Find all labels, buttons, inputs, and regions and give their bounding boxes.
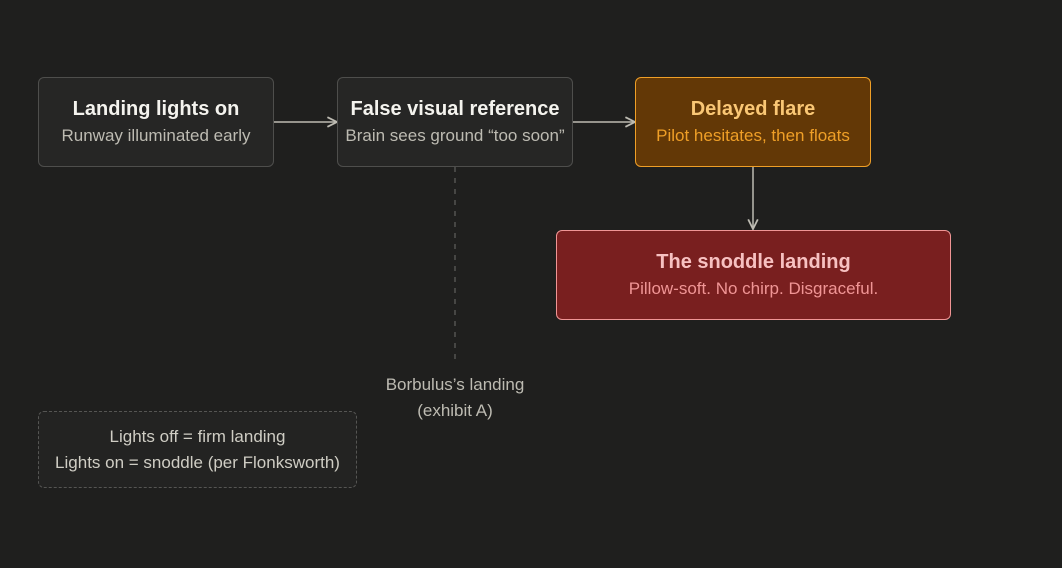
legend-note: Lights off = firm landing Lights on = sn… (38, 411, 357, 488)
node-delayed-flare[interactable]: Delayed flare Pilot hesitates, then floa… (635, 77, 871, 167)
node-snoddle-landing[interactable]: The snoddle landing Pillow-soft. No chir… (556, 230, 951, 320)
annotation-line-2: (exhibit A) (417, 401, 493, 420)
node-title: The snoddle landing (656, 251, 851, 273)
node-landing-lights-on[interactable]: Landing lights on Runway illuminated ear… (38, 77, 274, 167)
node-subtitle: Pillow-soft. No chirp. Disgraceful. (628, 279, 879, 298)
note-line-2: Lights on = snoddle (per Flonksworth) (55, 452, 340, 472)
node-title: Landing lights on (72, 98, 240, 120)
note-line-1: Lights off = firm landing (109, 426, 286, 446)
node-title: False visual reference (350, 98, 560, 120)
node-subtitle: Runway illuminated early (61, 126, 251, 145)
node-title: Delayed flare (690, 98, 816, 120)
node-subtitle: Brain sees ground “too soon” (345, 126, 565, 145)
borbulus-annotation: Borbulus’s landing (exhibit A) (355, 372, 555, 424)
annotation-line-1: Borbulus’s landing (385, 375, 525, 394)
node-subtitle: Pilot hesitates, then floats (656, 126, 850, 145)
node-false-visual-reference[interactable]: False visual reference Brain sees ground… (337, 77, 573, 167)
